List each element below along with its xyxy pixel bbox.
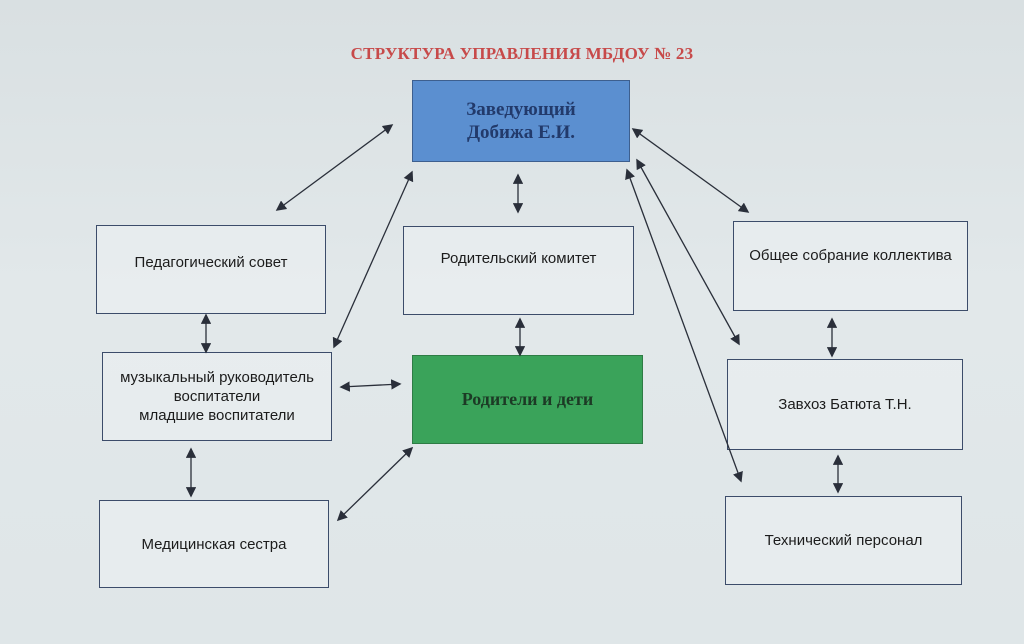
nurse-box: Медицинская сестра bbox=[99, 500, 329, 588]
caretaker-label: Завхоз Батюта Т.Н. bbox=[778, 396, 912, 413]
junior-educators-label: младшие воспитатели bbox=[139, 407, 295, 424]
pedagogical-council-box: Педагогический совет bbox=[96, 225, 326, 314]
arrow-nurse-parents bbox=[336, 446, 414, 522]
educators-label: воспитатели bbox=[173, 388, 261, 405]
parent-committee-label: Родительский комитет bbox=[440, 250, 597, 267]
parents-children-label: Родители и дети bbox=[461, 389, 594, 409]
parents-children-box: Родители и дети bbox=[412, 355, 643, 444]
general-meeting-box: Общее собрание коллектива bbox=[733, 221, 968, 311]
general-meeting-label: Общее собрание коллектива bbox=[749, 247, 952, 264]
pedagogical-council-label: Педагогический совет bbox=[134, 254, 288, 271]
arrow-head-caretaker bbox=[636, 158, 740, 346]
head-manager-box: Заведующий Добижа Е.И. bbox=[412, 80, 630, 162]
music-director-label: музыкальный руководитель bbox=[120, 369, 314, 386]
diagram-title: СТРУКТУРА УПРАВЛЕНИЯ МБДОУ № 23 bbox=[350, 44, 694, 63]
tech-staff-label: Технический персонал bbox=[764, 532, 923, 549]
tech-staff-box: Технический персонал bbox=[725, 496, 962, 585]
arrow-head-educators bbox=[332, 170, 414, 349]
educators-box: музыкальный руководитель воспитатели мла… bbox=[102, 352, 332, 441]
arrow-educators-parents bbox=[339, 379, 402, 392]
parent-committee-box: Родительский комитет bbox=[403, 226, 634, 315]
arrow-head-pedcouncil bbox=[275, 124, 394, 211]
head-manager-name: Добижа Е.И. bbox=[466, 122, 575, 143]
nurse-label: Медицинская сестра bbox=[141, 535, 287, 553]
arrow-head-techstaff bbox=[625, 168, 743, 483]
arrow-head-generalmeeting bbox=[631, 128, 750, 213]
head-manager-title: Заведующий bbox=[466, 99, 576, 120]
